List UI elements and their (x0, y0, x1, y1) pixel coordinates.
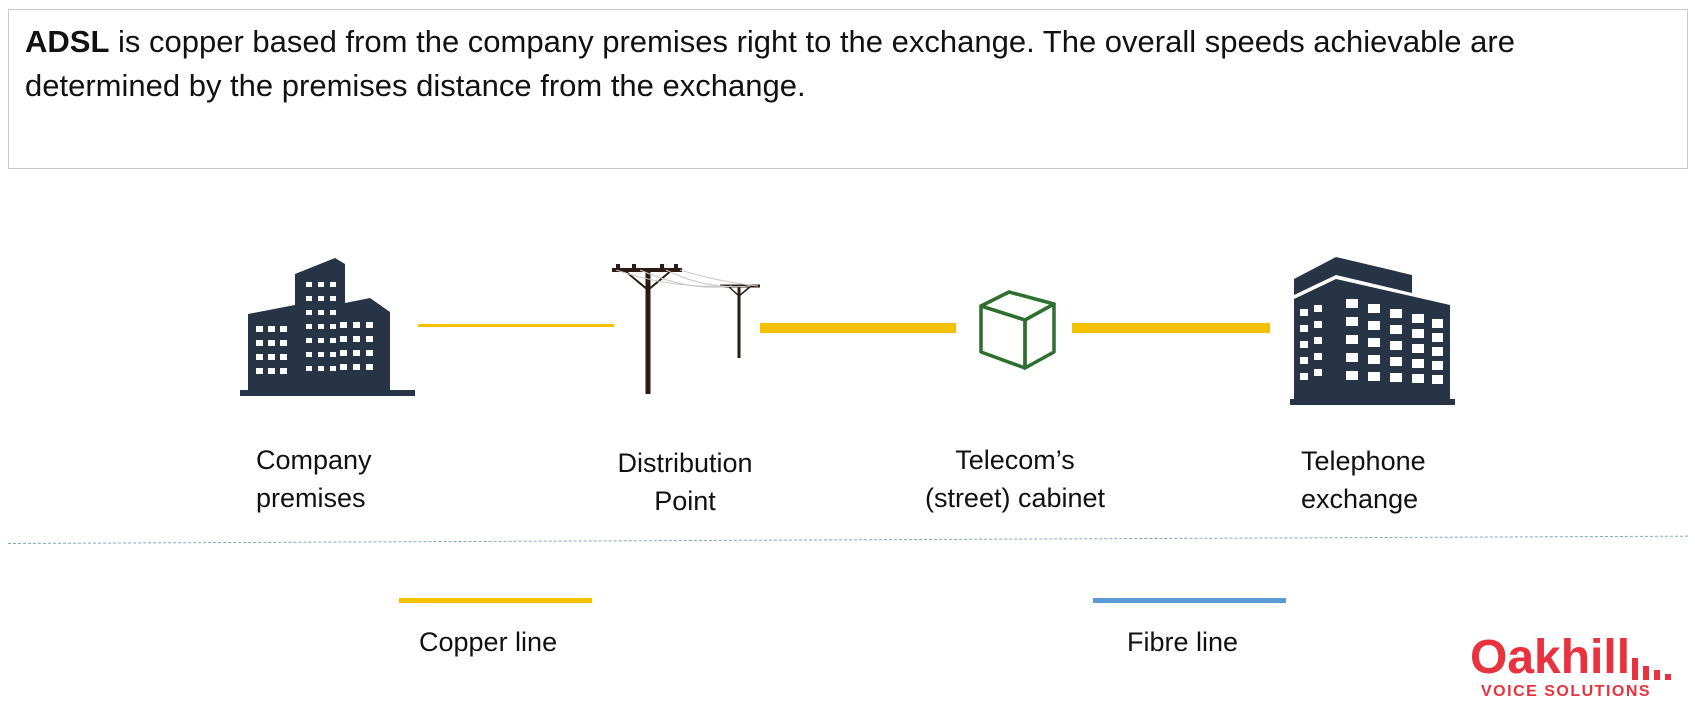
oakhill-logo: Oakhill (1470, 631, 1631, 684)
telephone-pole-icon (612, 264, 760, 394)
copper-line-premises-to-dp (418, 324, 614, 327)
label-company-premises: Company premises (256, 445, 372, 513)
copper-line-cabinet-to-exchange (1072, 323, 1270, 333)
legend-fibre-label: Fibre line (1127, 627, 1239, 657)
signal-bars-icon (1632, 658, 1671, 680)
oakhill-tagline: VOICE SOLUTIONS (1481, 683, 1652, 700)
intro-bold-term: ADSL (25, 24, 110, 59)
label-distribution-point: Distribution Point (617, 448, 753, 516)
intro-box: ADSL is copper based from the company pr… (8, 9, 1688, 169)
legend-copper-swatch (399, 598, 592, 603)
copper-line-dp-to-cabinet (760, 323, 956, 333)
legend-fibre-swatch (1093, 598, 1286, 603)
intro-body: is copper based from the company premise… (25, 24, 1515, 103)
intro-text: ADSL is copper based from the company pr… (25, 20, 1667, 108)
office-buildings-icon (240, 258, 415, 396)
exchange-building-icon (1290, 257, 1455, 405)
legend-divider (7, 535, 1688, 544)
label-street-cabinet: Telecom’s (street) cabinet (924, 445, 1106, 513)
legend-copper-label: Copper line (419, 627, 558, 657)
cabinet-box-icon (979, 290, 1056, 370)
label-telephone-exchange: Telephone exchange (1301, 446, 1426, 514)
